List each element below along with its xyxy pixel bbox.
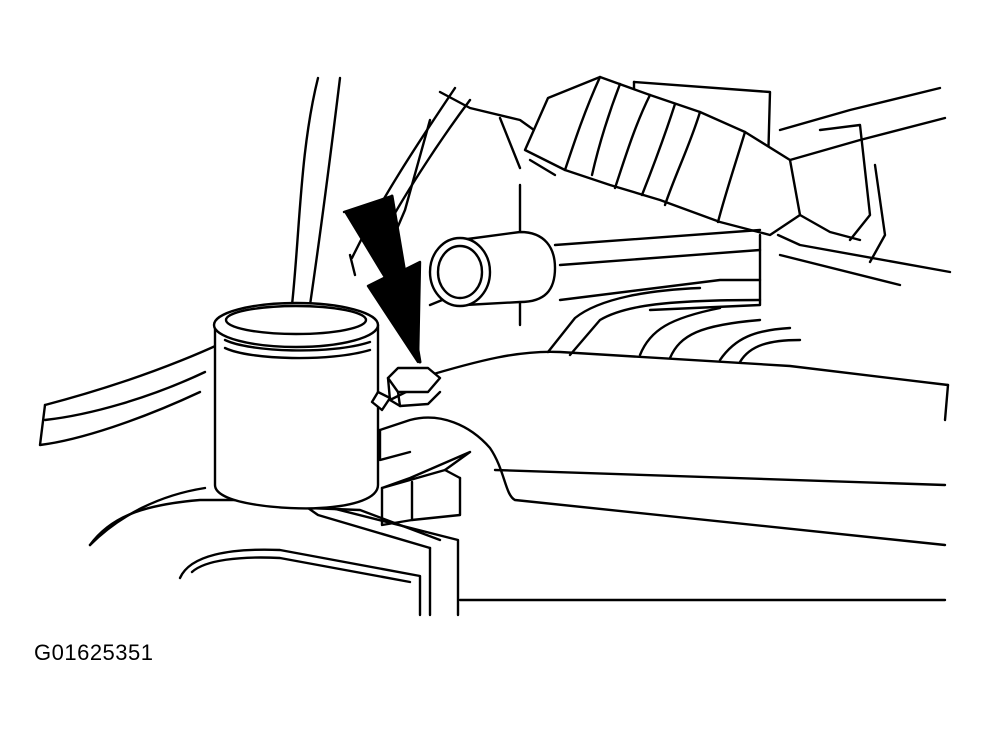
right-frame-rail bbox=[776, 86, 952, 287]
hex-bolt bbox=[370, 366, 442, 412]
figure-id-label: G01625351 bbox=[34, 640, 154, 665]
lower-tray bbox=[88, 498, 460, 617]
main-housing bbox=[378, 350, 950, 602]
connector-plug bbox=[428, 230, 557, 308]
mount-bracket bbox=[378, 428, 472, 527]
fluid-reservoir bbox=[212, 301, 380, 510]
arrow-down-icon bbox=[342, 194, 422, 364]
hose-assembly bbox=[523, 75, 802, 237]
